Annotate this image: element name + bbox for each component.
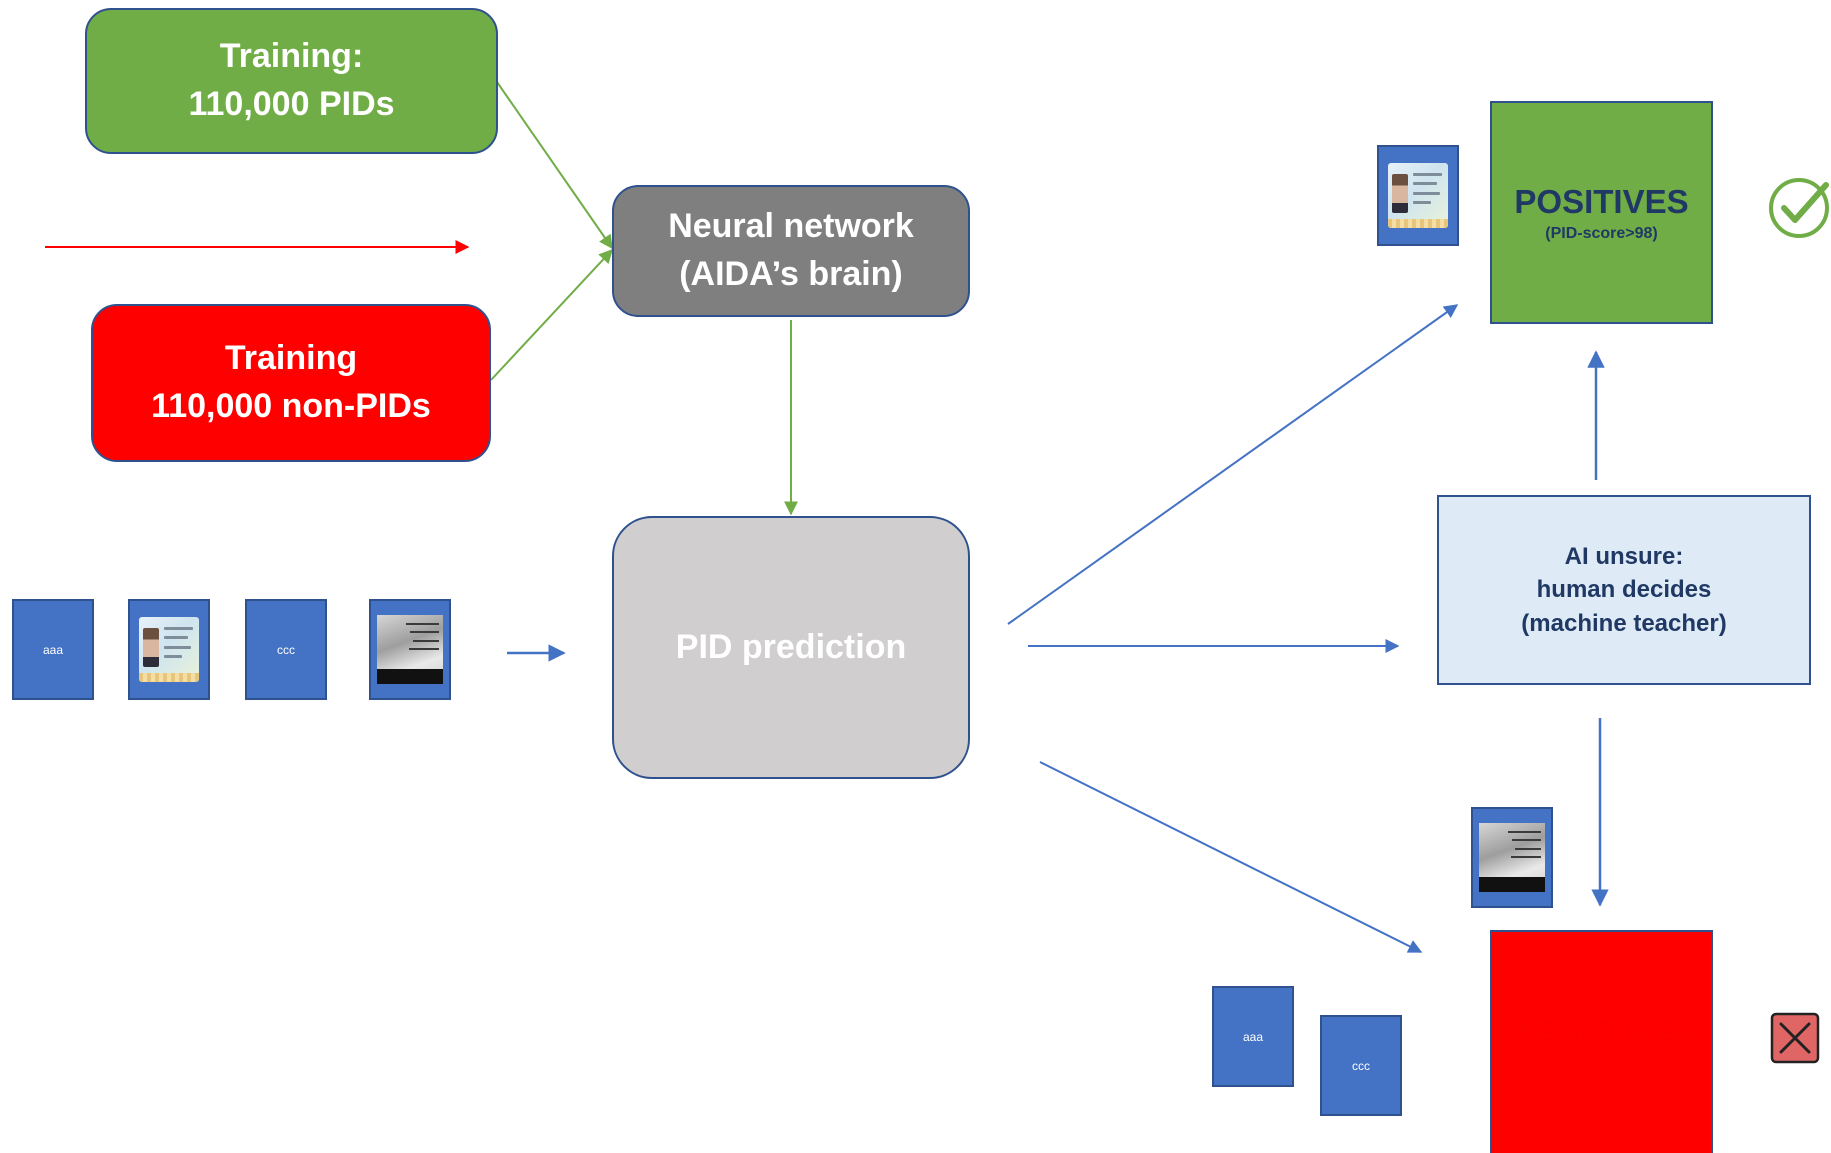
neural-network-box: Neural network (AIDA’s brain) xyxy=(612,185,970,317)
input-document-aaa-label: aaa xyxy=(42,642,64,657)
neural-network-line2: (AIDA’s brain) xyxy=(679,255,903,293)
training-pids-box: Training: 110,000 PIDs xyxy=(85,8,498,154)
training-non-pids-box: Training 110,000 non-PIDs xyxy=(91,304,491,462)
id-card-image xyxy=(1387,162,1449,229)
arrow-prediction-to-negatives xyxy=(1039,761,1423,953)
training-pids-line2: 110,000 PIDs xyxy=(188,85,395,123)
arrow-prediction-to-positives xyxy=(1007,304,1459,625)
negative-document-ccc-label: ccc xyxy=(1352,1058,1370,1073)
id-card-image xyxy=(138,616,200,683)
negative-document-aaa-label: aaa xyxy=(1242,1029,1264,1044)
negatives-box: NEGATIVES (PID-score <90) xyxy=(1490,930,1713,1153)
pid-prediction-label: PID prediction xyxy=(675,628,907,666)
negative-document-ccc: ccc xyxy=(1320,1015,1402,1116)
training-non-pids-line1: Training xyxy=(224,339,358,378)
positive-document-id-card xyxy=(1377,145,1459,246)
positives-box: POSITIVES (PID-score>98) xyxy=(1490,101,1713,324)
negative-document-aaa: aaa xyxy=(1212,986,1294,1087)
arrow-training-pids-to-network xyxy=(496,81,613,250)
input-document-ccc: ccc xyxy=(245,599,327,700)
ai-unsure-line2: human decides xyxy=(1536,576,1712,604)
ai-unsure-box: AI unsure: human decides (machine teache… xyxy=(1437,495,1811,685)
training-pids-line1: Training: xyxy=(219,37,364,76)
negative-document-scan xyxy=(1471,807,1553,908)
input-document-aaa: aaa xyxy=(12,599,94,700)
scan-image xyxy=(1479,822,1545,893)
positives-title: POSITIVES xyxy=(1514,182,1689,220)
pid-prediction-box: PID prediction xyxy=(612,516,970,779)
negatives-subtitle: (PID-score <90) xyxy=(1543,1054,1660,1072)
neural-network-line1: Neural network xyxy=(668,207,914,246)
negatives-title: NEGATIVES xyxy=(1507,1012,1696,1050)
arrow-training-nonpids-to-network xyxy=(490,248,613,381)
training-non-pids-line2: 110,000 non-PIDs xyxy=(151,387,431,425)
input-document-id-card xyxy=(128,599,210,700)
check-circle-icon xyxy=(1769,178,1829,238)
positives-subtitle: (PID-score>98) xyxy=(1545,224,1658,242)
cross-box-icon xyxy=(1770,1012,1820,1064)
scan-image xyxy=(377,614,443,685)
input-document-ccc-label: ccc xyxy=(277,642,295,657)
ai-unsure-line3: (machine teacher) xyxy=(1521,609,1727,637)
input-document-scan xyxy=(369,599,451,700)
ai-unsure-line1: AI unsure: xyxy=(1564,542,1684,570)
